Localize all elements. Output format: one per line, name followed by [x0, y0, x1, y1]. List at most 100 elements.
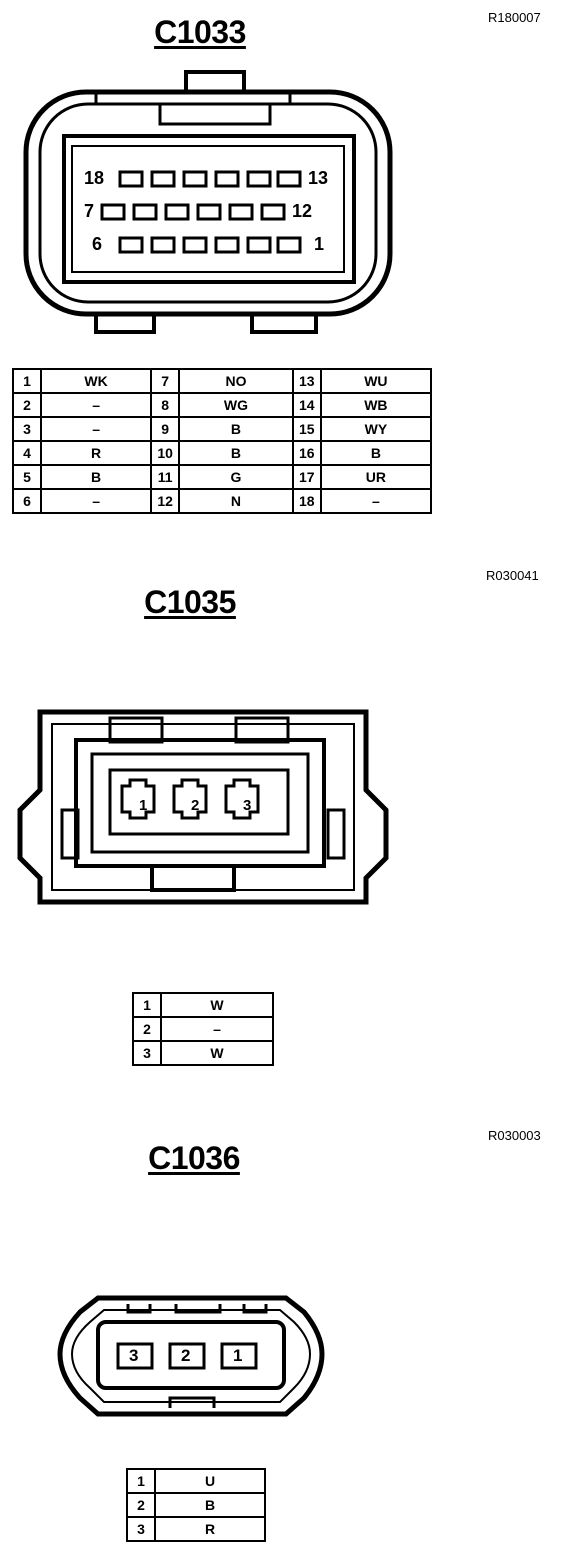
pin-cavity: [118, 170, 144, 188]
wire-color: –: [319, 488, 433, 514]
pin-cavity: [182, 236, 208, 254]
wire-color: WY: [319, 416, 433, 442]
c1035-ref: R030041: [486, 568, 539, 583]
pin-number: 1: [126, 1468, 156, 1494]
pin-number: 3: [126, 1516, 156, 1542]
wire-color: –: [39, 488, 153, 514]
pin-cavity: [228, 203, 254, 221]
c1036-connector-face: [57, 1295, 325, 1417]
c1033-ref: R180007: [488, 10, 541, 25]
wire-color: B: [319, 440, 433, 466]
wire-color: WU: [319, 368, 433, 394]
pin-cavity: [196, 203, 222, 221]
pin-cavity: [100, 203, 126, 221]
pin-number: 1: [132, 992, 162, 1018]
c1036-face-pin-2: 2: [181, 1346, 191, 1365]
c1036-title: C1036: [148, 1140, 240, 1176]
wire-color: B: [39, 464, 153, 490]
c1036-ref: R030003: [488, 1128, 541, 1143]
wire-color: U: [154, 1468, 266, 1494]
pin-number: 3: [132, 1040, 162, 1066]
pin-cavity: [150, 236, 176, 254]
pin-number: 2: [132, 1016, 162, 1042]
pin-number: 14: [291, 392, 322, 418]
pin-number: 10: [150, 440, 181, 466]
wire-color: WB: [319, 392, 433, 418]
wire-color: –: [39, 392, 153, 418]
pin-cavity: [214, 170, 240, 188]
wire-color: W: [160, 1040, 274, 1066]
c1033-label-13: 13: [308, 168, 329, 188]
c1033-connector-face: [23, 70, 393, 334]
wire-color: N: [178, 488, 294, 514]
c1033-label-12: 12: [292, 201, 313, 221]
c1033-label-1: 1: [314, 234, 325, 254]
table-row: 2–: [132, 1016, 274, 1042]
wire-color: R: [39, 440, 153, 466]
wire-color: NO: [178, 368, 294, 394]
wire-color: WG: [178, 392, 294, 418]
pin-cavity: [260, 203, 286, 221]
wire-color: R: [154, 1516, 266, 1542]
pin-number: 7: [150, 368, 181, 394]
wire-color: B: [178, 440, 294, 466]
pin-number: 9: [150, 416, 181, 442]
pin-number: 17: [291, 464, 322, 490]
pin-number: 11: [150, 464, 181, 490]
wire-color: G: [178, 464, 294, 490]
pin-cavity: [150, 170, 176, 188]
pin-cavity: [214, 236, 240, 254]
pin-cavity: [276, 170, 302, 188]
wire-color: B: [154, 1492, 266, 1518]
pin-number: 1: [12, 368, 42, 394]
wire-color: WK: [39, 368, 153, 394]
c1033-label-7: 7: [84, 201, 95, 221]
c1033-label-6: 6: [92, 234, 103, 254]
pin-number: 8: [150, 392, 181, 418]
pin-cavity: [182, 170, 208, 188]
c1035-face-pin-1: 1: [139, 797, 148, 814]
c1036-face-pin-3: 3: [129, 1346, 139, 1365]
pin-cavity: [246, 170, 272, 188]
c1033-label-18: 18: [84, 168, 105, 188]
pin-cavity: [118, 236, 144, 254]
wire-color: W: [160, 992, 274, 1018]
pin-number: 4: [12, 440, 42, 466]
c1035-connector-face: [17, 709, 389, 905]
pin-cavity: [132, 203, 158, 221]
pin-number: 15: [291, 416, 322, 442]
pin-cavity: [246, 236, 272, 254]
pin-number: 5: [12, 464, 42, 490]
c1035-face-pin-2: 2: [191, 797, 200, 814]
pin-number: 12: [150, 488, 181, 514]
pin-number: 13: [291, 368, 322, 394]
pin-number: 2: [12, 392, 42, 418]
c1033-title: C1033: [154, 14, 246, 50]
wire-color: B: [178, 416, 294, 442]
c1035-title: C1035: [144, 584, 236, 620]
wire-color: UR: [319, 464, 433, 490]
pin-number: 16: [291, 440, 322, 466]
wire-color: –: [39, 416, 153, 442]
c1036-face-pin-1: 1: [233, 1346, 243, 1365]
pin-number: 18: [291, 488, 322, 514]
pin-cavity: [276, 236, 302, 254]
wire-color: –: [160, 1016, 274, 1042]
pin-number: 6: [12, 488, 42, 514]
pin-cavity: [164, 203, 190, 221]
c1035-face-pin-3: 3: [243, 797, 252, 814]
